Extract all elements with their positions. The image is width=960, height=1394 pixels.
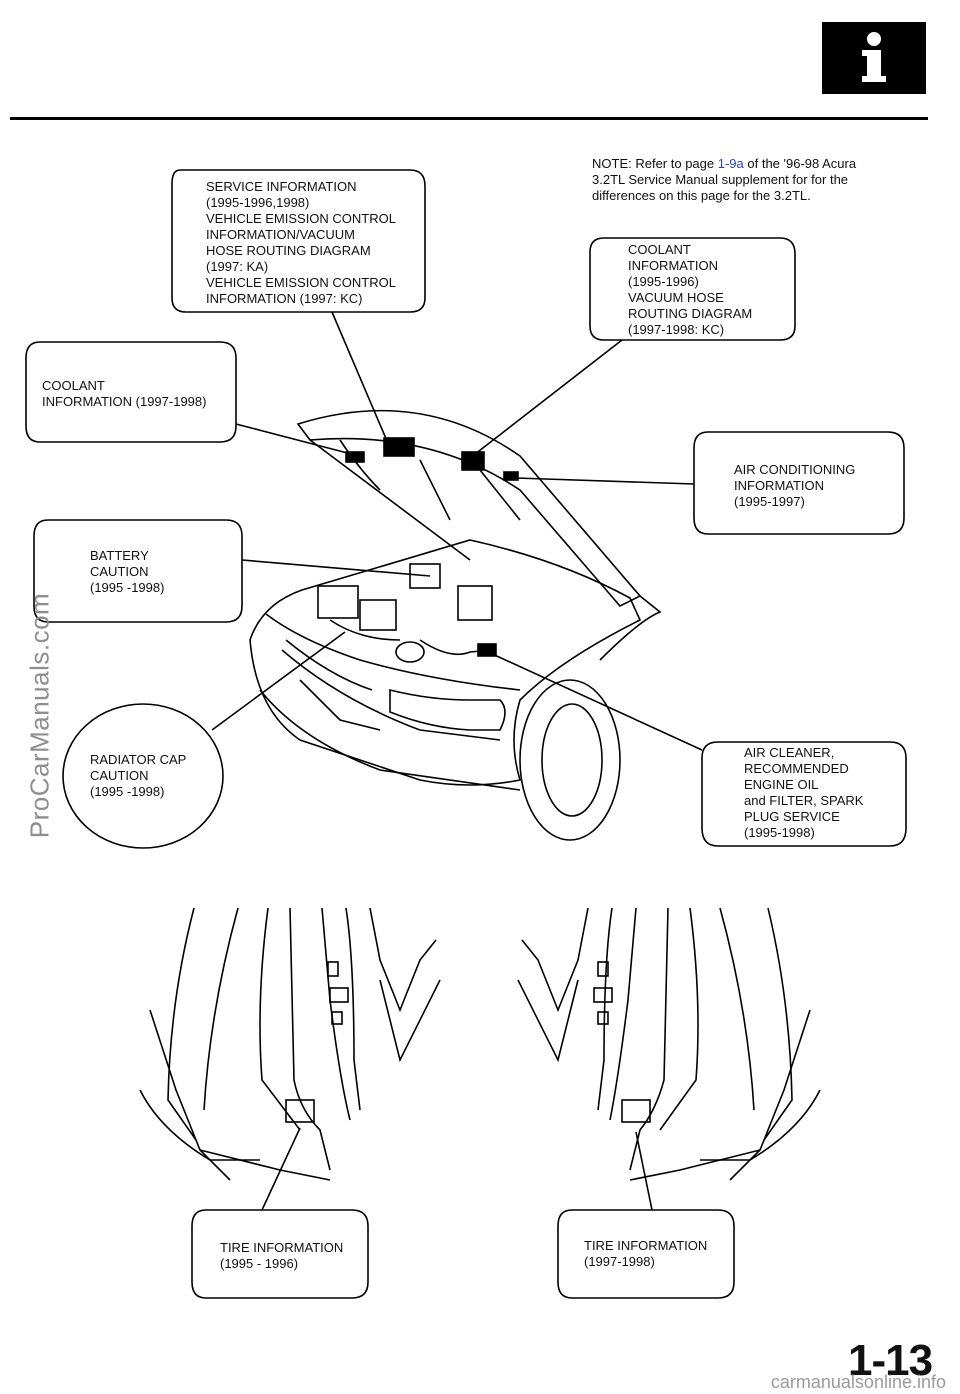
callout-circle-radiator-cap bbox=[62, 703, 224, 849]
callout-tire-95-96: TIRE INFORMATION (1995 - 1996) bbox=[220, 1240, 344, 1271]
callout-box-coolant-97-98 bbox=[25, 341, 237, 443]
callout-tire-97-98: TIRE INFORMATION (1997-1998) bbox=[584, 1238, 708, 1269]
callout-box-tire-95-96 bbox=[191, 1209, 369, 1299]
page-number: 1-13 bbox=[848, 1336, 933, 1385]
header-rule bbox=[10, 117, 928, 120]
callout-box-tire-97-98 bbox=[557, 1209, 735, 1299]
footer-watermark: carmanualsonline.info bbox=[770, 1372, 946, 1392]
side-watermark: ProCarManuals.com bbox=[24, 592, 55, 839]
note-prefix: NOTE: Refer to page bbox=[592, 156, 718, 171]
note-page-link[interactable]: 1-9a bbox=[717, 156, 744, 171]
callout-box-air-cleaner bbox=[701, 741, 907, 847]
callout-coolant-97-98: COOLANT INFORMATION (1997-1998) bbox=[42, 378, 207, 409]
callout-air-cleaner: AIR CLEANER, RECOMMENDED ENGINE OIL and … bbox=[744, 745, 864, 840]
note-suffix: of the '96-98 Acura 3.2TL Service Manual… bbox=[592, 156, 857, 203]
note-text: NOTE: Refer to page 1-9a of the '96-98 A… bbox=[592, 156, 892, 204]
callout-service-information: SERVICE INFORMATION (1995-1996,1998) VEH… bbox=[206, 179, 396, 306]
info-glyph bbox=[862, 32, 886, 82]
callout-coolant-vacuum: COOLANT INFORMATION (1995-1996) VACUUM H… bbox=[628, 242, 753, 337]
callout-air-conditioning: AIR CONDITIONING INFORMATION (1995-1997) bbox=[734, 462, 856, 509]
callout-box-air-conditioning bbox=[693, 431, 905, 535]
callout-radiator-cap: RADIATOR CAP CAUTION (1995 -1998) bbox=[90, 752, 187, 799]
callout-battery: BATTERY CAUTION (1995 -1998) bbox=[90, 548, 165, 595]
callout-box-service-info bbox=[171, 169, 426, 313]
callout-box-coolant-vacuum bbox=[589, 237, 796, 341]
info-icon bbox=[822, 22, 926, 94]
callout-box-battery bbox=[33, 519, 243, 623]
